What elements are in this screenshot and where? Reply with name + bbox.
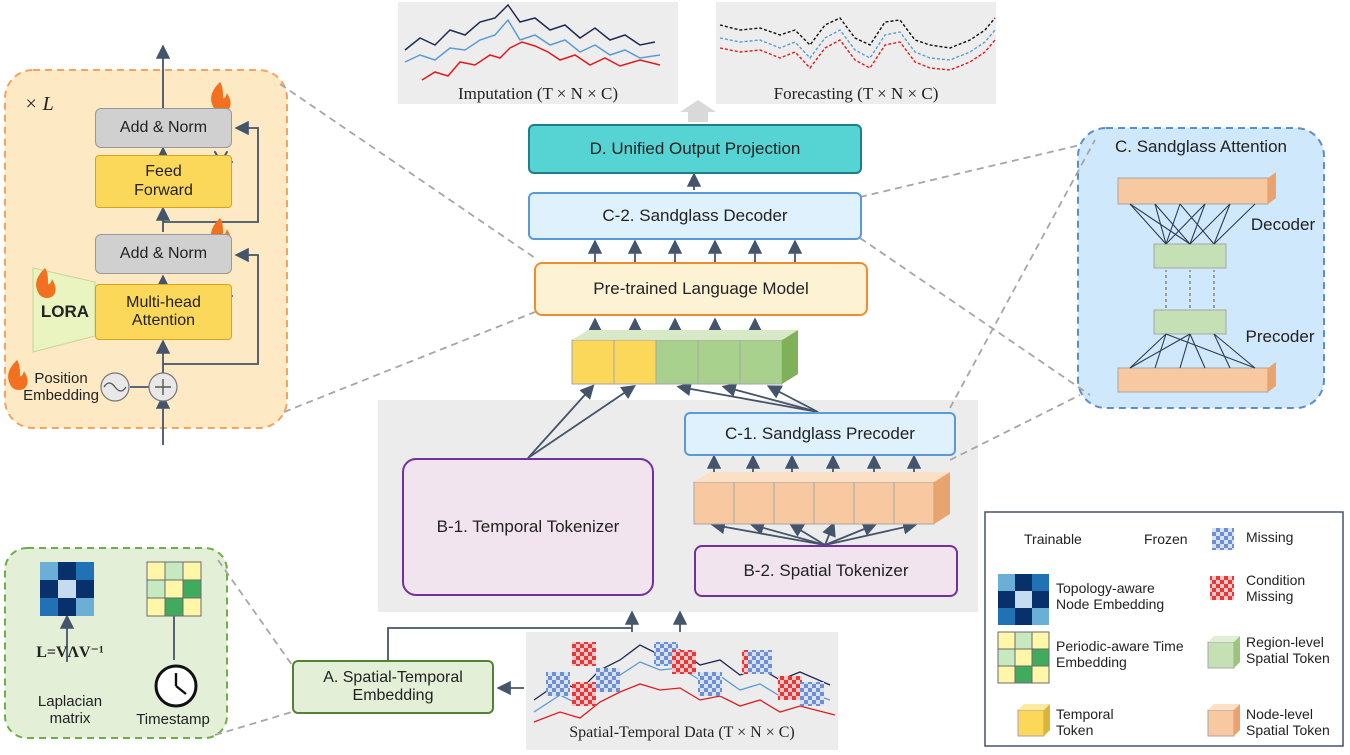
forecasting-plot — [716, 2, 996, 104]
sandglass-decoder: C-2. Sandglass Decoder — [528, 192, 862, 240]
flame-icon — [8, 360, 28, 390]
plm-input-tokens — [571, 330, 798, 385]
add-norm-bottom: Add & Norm — [95, 234, 232, 274]
multi-head-attention: Multi-head Attention — [95, 284, 232, 340]
output-up-arrow — [680, 100, 716, 122]
temporal-token-swatch — [1017, 704, 1050, 737]
spatial-temporal-embedding: A. Spatial-Temporal Embedding — [292, 660, 494, 714]
sandglass-graphic — [1117, 172, 1276, 393]
node-token-swatch — [1207, 704, 1240, 737]
unified-output-projection: D. Unified Output Projection — [528, 124, 862, 174]
add-norm-top: Add & Norm — [95, 108, 232, 148]
missing-swatch — [1212, 528, 1234, 550]
clock-icon — [154, 664, 198, 708]
legend-periodic-swatch — [997, 631, 1050, 684]
imputation-line-red — [421, 41, 661, 81]
region-token-swatch — [1207, 636, 1240, 669]
condition-missing-swatch — [1210, 576, 1234, 600]
imputation-line-dark — [404, 3, 656, 51]
temporal-tokenizer: B-1. Temporal Tokenizer — [402, 458, 654, 596]
pre-trained-language-model: Pre-trained Language Model — [534, 262, 868, 316]
precoder-input-tokens — [693, 472, 950, 525]
time-embedding-matrix — [146, 561, 202, 617]
legend-topology-swatch — [998, 574, 1049, 625]
imputation-line-blue — [404, 18, 661, 63]
spatial-tokenizer: B-2. Spatial Tokenizer — [694, 545, 958, 597]
forecasting-line-blue — [719, 29, 996, 61]
forecasting-line-red — [719, 39, 996, 71]
sandglass-precoder: C-1. Sandglass Precoder — [684, 412, 956, 456]
imputation-plot — [398, 2, 678, 104]
feed-forward: Feed Forward — [95, 155, 232, 208]
flame-icon — [36, 268, 56, 298]
st-data-graphic — [533, 642, 836, 723]
flame-icon — [211, 82, 231, 112]
node-embedding-matrix — [40, 562, 94, 616]
